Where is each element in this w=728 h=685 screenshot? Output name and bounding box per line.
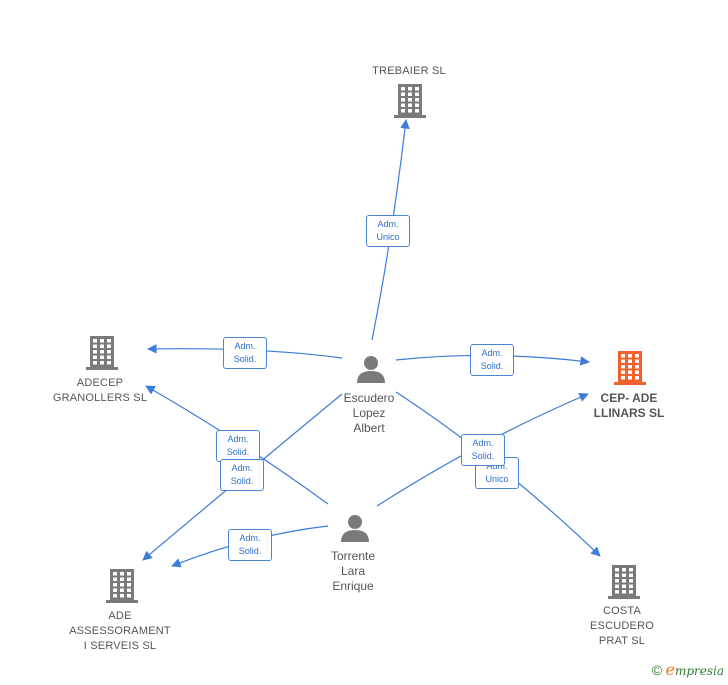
building-icon-costa[interactable]: [608, 565, 640, 599]
person-icon-escudero[interactable]: [357, 356, 385, 383]
edge-label-adm-solid-adecep-torrente: Adm. Solid.: [216, 430, 260, 462]
node-label-cep-ade[interactable]: CEP- ADE LLINARS SL: [593, 391, 665, 420]
building-icon-trebaier[interactable]: [394, 84, 426, 118]
node-label-torrente[interactable]: Torrente Lara Enrique: [330, 549, 376, 593]
copyright-symbol: ©: [651, 662, 663, 678]
node-label-escudero[interactable]: Escudero Lopez Albert: [343, 391, 395, 435]
node-label-ade-assessorament[interactable]: ADE ASSESSORAMENT I SERVEIS SL: [69, 610, 171, 652]
edge-label-adm-solid-ade-escudero: Adm. Solid.: [220, 459, 264, 491]
edge-label-adm-solid-adecep: Adm. Solid.: [223, 337, 267, 369]
person-icon-torrente[interactable]: [341, 515, 369, 542]
copyright-brand: © empresia: [652, 660, 724, 679]
icons-layer: [86, 84, 646, 603]
node-label-adecep[interactable]: ADECEP GRANOLLERS SL: [52, 377, 148, 404]
building-icon-adecep[interactable]: [86, 336, 118, 370]
node-label-costa[interactable]: COSTA ESCUDERO PRAT SL: [590, 605, 654, 647]
brand-name: mpresia: [674, 664, 724, 678]
edge-label-adm-solid-cep-ade-torrente: Adm. Solid.: [461, 434, 505, 466]
edges-layer: [142, 119, 601, 568]
edge-label-adm-unico-trebaier: Adm. Unico: [366, 215, 410, 247]
building-icon-cep-ade[interactable]: [614, 351, 646, 385]
edge-label-adm-solid-cep-ade: Adm. Solid.: [470, 344, 514, 376]
building-icon-ade-assessorament[interactable]: [106, 569, 138, 603]
node-label-trebaier[interactable]: TREBAIER SL: [372, 65, 446, 77]
edge-label-adm-solid-ade-torrente: Adm. Solid.: [228, 529, 272, 561]
brand-initial: e: [665, 660, 675, 679]
